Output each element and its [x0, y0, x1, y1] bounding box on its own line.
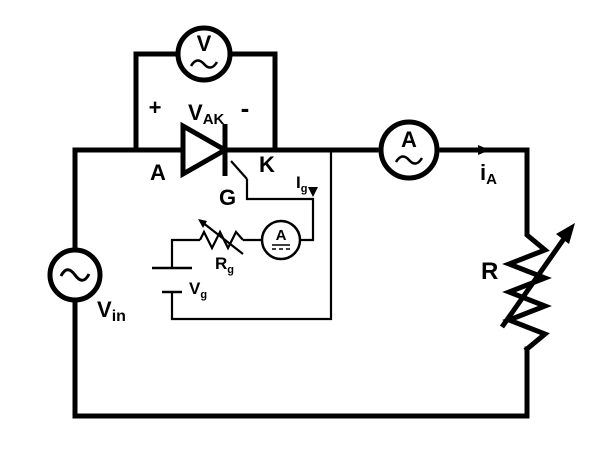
gate-circuit-wires [170, 150, 333, 321]
minus-sign: - [241, 93, 250, 123]
dc-ammeter: A [260, 219, 302, 261]
dc-ammeter-letter: A [276, 227, 287, 244]
gate-current-arrow [308, 187, 318, 197]
load-variable-resistor [499, 222, 575, 353]
rg-label: Rg [215, 254, 234, 276]
ac-wave-icon [394, 155, 424, 165]
ac-wave-icon [189, 59, 219, 69]
vin-label: Vin [97, 297, 126, 325]
voltmeter-branch-wires [133, 51, 278, 153]
load-resistor-label: R [481, 258, 498, 285]
ia-label: iA [480, 160, 497, 188]
thyristor-icon [180, 121, 257, 179]
ac-ammeter: A [378, 119, 440, 181]
ac-ammeter-letter: A [401, 127, 417, 152]
load-current-arrow [478, 145, 490, 155]
plus-sign: + [149, 95, 162, 120]
vak-label: VAK [188, 100, 225, 128]
voltmeter-letter: V [197, 31, 212, 56]
voltmeter: V [175, 25, 233, 83]
vg-label: Vg [189, 279, 207, 301]
ac-source-icon [47, 247, 103, 303]
gate-current-label: Ig [296, 173, 307, 195]
battery-icon [152, 266, 192, 294]
gate-variable-resistor [198, 219, 244, 255]
gate-label: G [219, 185, 236, 210]
cathode-label: K [259, 152, 275, 177]
main-loop-wires [72, 147, 530, 419]
anode-label: A [150, 160, 166, 185]
